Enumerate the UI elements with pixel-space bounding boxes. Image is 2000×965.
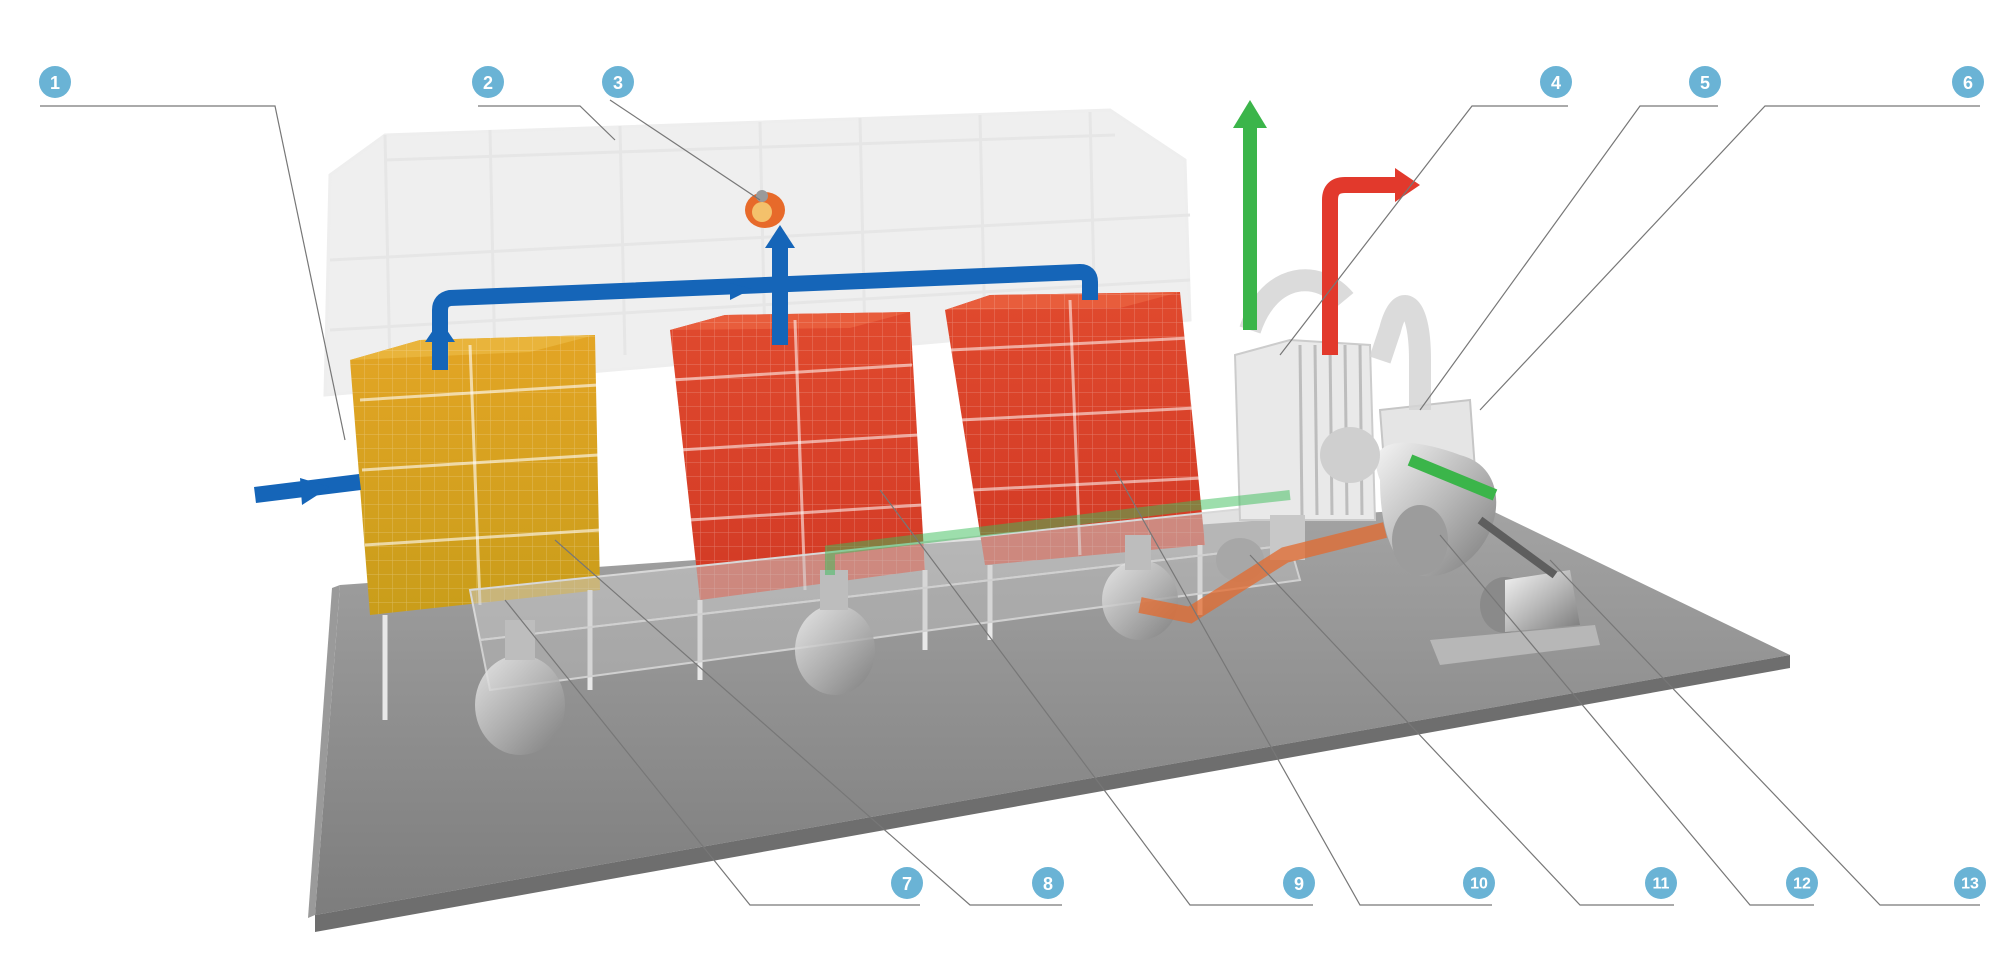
callout-circle (39, 66, 71, 98)
callout-number: 11 (1653, 876, 1670, 893)
callout-badge: 9 (1283, 867, 1315, 899)
callout-badge: 5 (1689, 66, 1721, 98)
callout-number: 3 (613, 73, 623, 93)
callout-circle (1032, 867, 1064, 899)
leader-line (1114, 469, 1492, 906)
callout-number: 12 (1793, 876, 1811, 893)
callout-circle (1786, 867, 1818, 899)
flow-arrow-icon (1138, 522, 1387, 624)
callout-badge: 4 (1540, 66, 1572, 98)
leader-line (1439, 534, 1814, 906)
callout-badge: 6 (1952, 66, 1984, 98)
callout-number: 1 (50, 73, 60, 93)
callout-badge: 12 (1786, 867, 1818, 899)
callout-number: 13 (1961, 876, 1979, 893)
callout-circle (1645, 867, 1677, 899)
valve-icon (475, 535, 1178, 755)
flow-arrow-icon (1322, 168, 1420, 355)
flow-arrow-icon (300, 225, 795, 505)
motor-icon (1430, 516, 1600, 665)
callout-badge: 11 (1645, 867, 1677, 899)
callout-circle (1954, 867, 1986, 899)
callout-circle (1952, 66, 1984, 98)
leader-line (554, 539, 1062, 906)
leader-line (1419, 105, 1718, 411)
fan-icon (1320, 427, 1497, 577)
callout-badge: 10 (1463, 867, 1495, 899)
leader-line (40, 105, 346, 441)
callout-circle (1283, 867, 1315, 899)
leader-line (1549, 559, 1980, 906)
leader-line (1479, 105, 1980, 411)
flow-arrow-icon (825, 100, 1498, 575)
callout-number: 8 (1043, 874, 1053, 894)
callout-badge: 1 (39, 66, 71, 98)
callout-badge: 7 (891, 867, 923, 899)
callout-badge: 8 (1032, 867, 1064, 899)
callout-number: 10 (1470, 876, 1488, 893)
leader-line (478, 105, 616, 141)
callout-circle (1689, 66, 1721, 98)
chamber-3 (945, 292, 1205, 565)
callout-number: 7 (902, 874, 912, 894)
callout-circle (602, 66, 634, 98)
leader-line (879, 489, 1313, 906)
leader-line (1249, 554, 1674, 906)
callout-number: 6 (1963, 73, 1973, 93)
callout-circle (1540, 66, 1572, 98)
callout-badge: 13 (1954, 867, 1986, 899)
callout-badge: 3 (602, 66, 634, 98)
leader-line (1279, 105, 1568, 356)
callout-number: 9 (1294, 874, 1304, 894)
callout-circle (891, 867, 923, 899)
callout-number: 4 (1551, 73, 1561, 93)
flame-icon (745, 190, 785, 228)
callout-circle (472, 66, 504, 98)
chamber-2 (670, 312, 925, 600)
callout-number: 5 (1700, 73, 1710, 93)
leader-lines (40, 99, 1980, 906)
chamber-1 (350, 335, 601, 615)
callout-badge: 2 (472, 66, 504, 98)
leader-line (504, 599, 920, 906)
callout-circle (1463, 867, 1495, 899)
leader-line (609, 99, 761, 201)
callout-number: 2 (483, 73, 493, 93)
